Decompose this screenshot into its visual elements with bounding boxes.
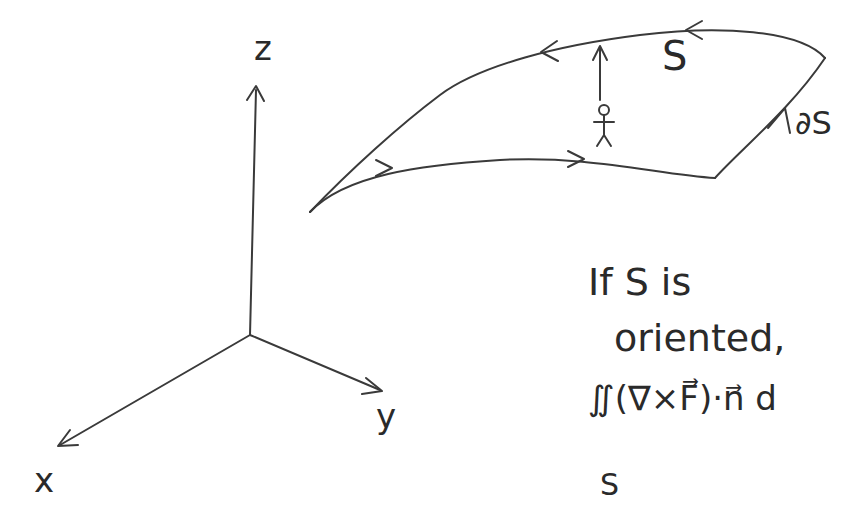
lower-edge bbox=[310, 159, 715, 212]
integral-formula: ∬(∇×F⃗)·n⃗ d bbox=[588, 380, 777, 417]
x-arrowhead bbox=[58, 430, 78, 446]
boundary-arrow bbox=[541, 41, 558, 61]
boundary-arrow bbox=[568, 151, 584, 167]
y-arrowhead bbox=[362, 378, 382, 394]
note-text: oriented, bbox=[614, 318, 785, 360]
z-arrowhead bbox=[247, 86, 264, 101]
x-axis bbox=[60, 335, 250, 445]
axis-label: x bbox=[34, 462, 54, 499]
note-text: If S is bbox=[588, 262, 691, 304]
boundary-arrow bbox=[768, 108, 790, 133]
boundary-label: ∂S bbox=[795, 106, 832, 141]
surface-label: S bbox=[662, 34, 687, 78]
stick-figure-body bbox=[594, 115, 614, 146]
boundary-arrow bbox=[686, 21, 702, 39]
y-axis bbox=[250, 335, 380, 390]
boundary-arrow bbox=[376, 160, 392, 176]
normal-arrowhead bbox=[593, 46, 607, 60]
z-axis bbox=[250, 90, 256, 335]
axis-label: z bbox=[254, 30, 272, 67]
integral-domain: S bbox=[600, 468, 619, 501]
normal-vector bbox=[599, 48, 601, 100]
axis-label: y bbox=[376, 398, 396, 435]
upper-edge bbox=[310, 30, 825, 212]
stick-figure-head bbox=[599, 105, 609, 115]
